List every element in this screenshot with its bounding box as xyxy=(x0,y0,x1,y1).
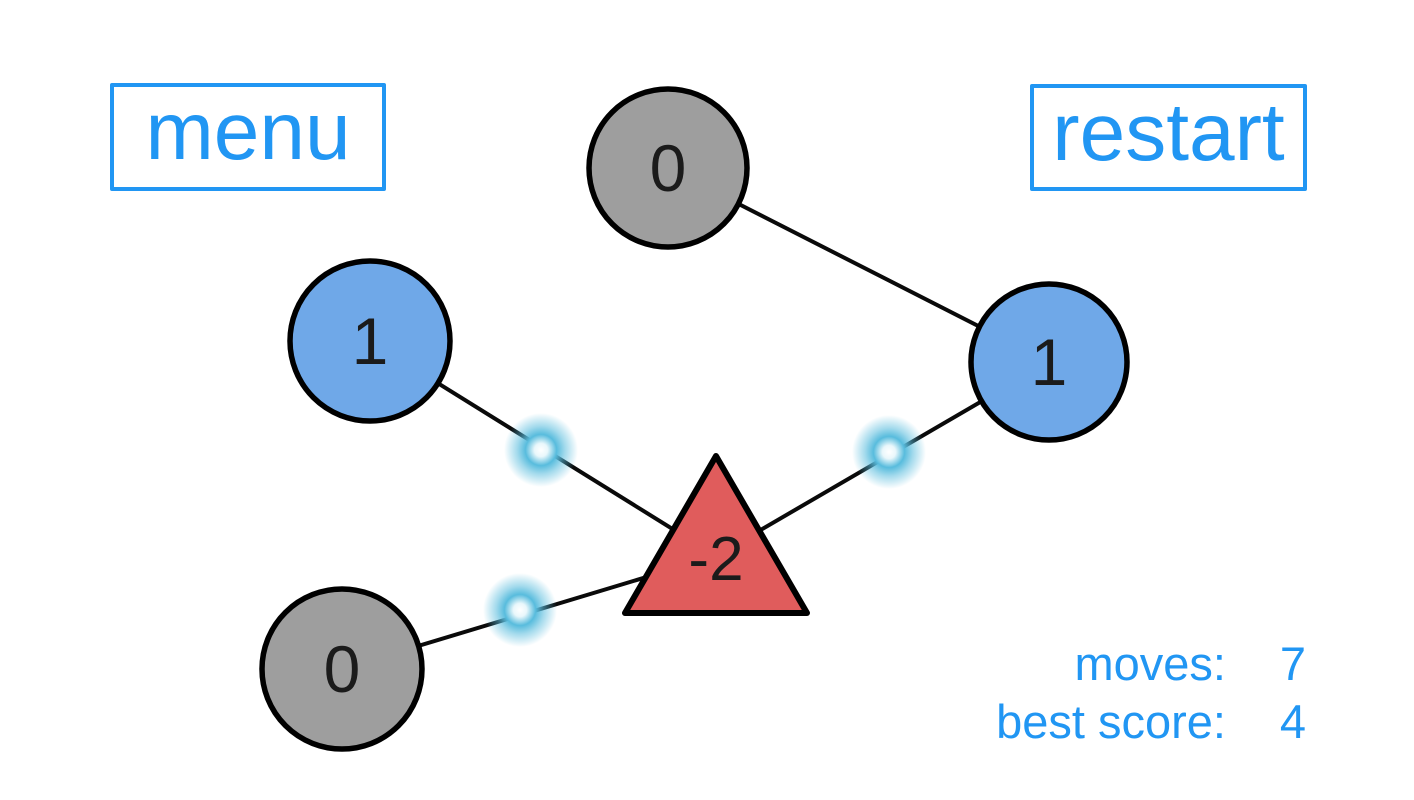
connectors-layer xyxy=(483,413,926,647)
edge-connector-glow[interactable] xyxy=(852,415,926,489)
best-score-label: best score: xyxy=(996,694,1226,748)
edge-connector-glow[interactable] xyxy=(504,413,578,487)
node-value-label: 1 xyxy=(1031,325,1068,399)
edge-connector-glow[interactable] xyxy=(483,573,557,647)
moves-value: 7 xyxy=(1279,637,1306,690)
node-shape-triangle[interactable] xyxy=(622,453,810,616)
node-shape-circle[interactable] xyxy=(259,586,425,752)
nodes-layer: 0 1 1 0 -2 xyxy=(259,86,1130,752)
menu-button[interactable]: menu xyxy=(110,83,386,191)
node-value-label: 1 xyxy=(352,304,389,378)
node-value-label: 0 xyxy=(324,632,361,706)
node-value-label: -2 xyxy=(688,525,743,594)
node-bottom-circle[interactable]: 0 xyxy=(259,586,425,752)
restart-button[interactable]: restart xyxy=(1030,84,1307,191)
node-shape-circle[interactable] xyxy=(586,86,750,250)
node-shape-circle[interactable] xyxy=(968,281,1130,443)
node-center-triangle[interactable]: -2 xyxy=(622,453,810,616)
node-left-circle[interactable]: 1 xyxy=(287,258,453,424)
score-panel: moves: 7 best score: 4 xyxy=(996,638,1306,747)
node-shape-circle[interactable] xyxy=(287,258,453,424)
node-top-circle[interactable]: 0 xyxy=(586,86,750,250)
node-right-circle[interactable]: 1 xyxy=(968,281,1130,443)
best-score-value: 4 xyxy=(1279,694,1306,748)
node-value-label: 0 xyxy=(650,131,687,205)
moves-label: moves: xyxy=(1074,637,1227,690)
